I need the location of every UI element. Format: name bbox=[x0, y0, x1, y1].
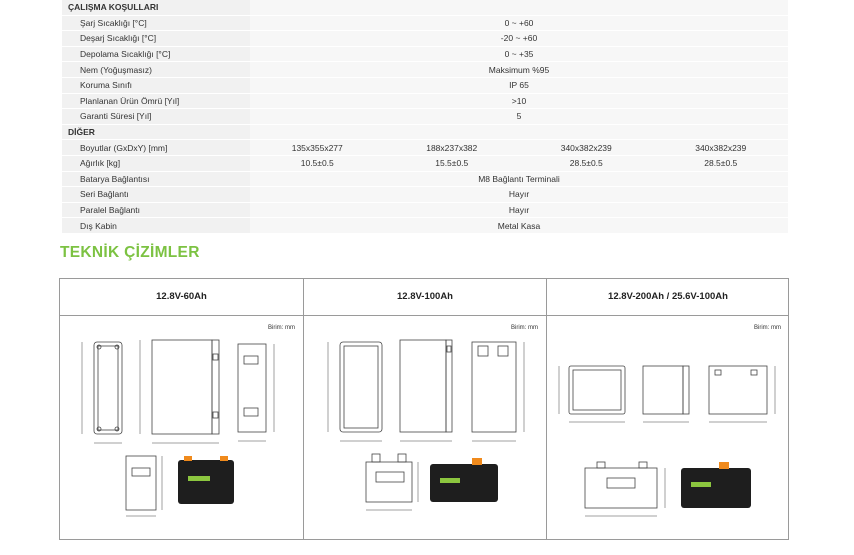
spec-value: Hayır bbox=[250, 186, 788, 203]
spec-label: Boyutlar (GxDxY) [mm] bbox=[62, 139, 250, 156]
spec-value: 10.5±0.5 bbox=[250, 155, 385, 172]
spec-label: Batarya Bağlantısı bbox=[62, 171, 250, 188]
spec-label: Şarj Sıcaklığı [°C] bbox=[62, 15, 250, 32]
spec-label: Dış Kabin bbox=[62, 217, 250, 234]
spec-label: Koruma Sınıfı bbox=[62, 77, 250, 94]
technical-drawing-60ah bbox=[81, 339, 275, 517]
spec-value: 340x382x239 bbox=[653, 139, 788, 156]
spec-value: 340x382x239 bbox=[519, 139, 654, 156]
spec-value: 28.5±0.5 bbox=[653, 155, 788, 172]
spec-value: -20 ~ +60 bbox=[250, 30, 788, 47]
panel-title: 12.8V-200Ah / 25.6V-100Ah bbox=[547, 279, 789, 316]
section-heading: DİĞER bbox=[62, 124, 250, 141]
spec-label: Planlanan Ürün Ömrü [Yıl] bbox=[62, 93, 250, 110]
spec-value: >10 bbox=[250, 93, 788, 110]
section-heading: ÇALIŞMA KOŞULLARI bbox=[62, 0, 250, 16]
spacer-cell bbox=[250, 0, 788, 16]
spec-label: Paralel Bağlantı bbox=[62, 202, 250, 219]
spec-value: 0 ~ +35 bbox=[250, 46, 788, 63]
panel-title: 12.8V-100Ah bbox=[304, 279, 546, 316]
spec-row: Planlanan Ürün Ömrü [Yıl]>10 bbox=[62, 93, 788, 110]
spec-row: Şarj Sıcaklığı [°C]0 ~ +60 bbox=[62, 15, 788, 32]
drawing-panel-200ah: 12.8V-200Ah / 25.6V-100Ah Birim: mm bbox=[546, 279, 789, 539]
spec-value: Hayır bbox=[250, 202, 788, 219]
spec-value: IP 65 bbox=[250, 77, 788, 94]
spec-value: 0 ~ +60 bbox=[250, 15, 788, 32]
drawing-panel-60ah: 12.8V-60Ah Birim: mm bbox=[60, 279, 303, 539]
spec-value: 5 bbox=[250, 108, 788, 125]
section-operating: ÇALIŞMA KOŞULLARI bbox=[62, 0, 788, 16]
spec-value: 15.5±0.5 bbox=[384, 155, 519, 172]
spec-value: 28.5±0.5 bbox=[519, 155, 654, 172]
technical-drawing-200ah bbox=[558, 365, 776, 517]
section-other: DİĞER bbox=[62, 124, 788, 141]
panel-title: 12.8V-60Ah bbox=[60, 279, 303, 316]
spec-value: 188x237x382 bbox=[384, 139, 519, 156]
spec-value: Metal Kasa bbox=[250, 217, 788, 234]
spec-row: Depolama Sıcaklığı [°C]0 ~ +35 bbox=[62, 46, 788, 63]
spec-label: Nem (Yoğuşmasız) bbox=[62, 61, 250, 78]
drawing-panel-100ah: 12.8V-100Ah Birim: mm bbox=[303, 279, 546, 539]
spec-label: Seri Bağlantı bbox=[62, 186, 250, 203]
spec-value: M8 Bağlantı Terminali bbox=[250, 171, 788, 188]
spec-value: 135x355x277 bbox=[250, 139, 385, 156]
technical-drawings-title: TEKNİK ÇİZİMLER bbox=[60, 244, 200, 261]
unit-label: Birim: mm bbox=[268, 325, 295, 331]
unit-label: Birim: mm bbox=[754, 325, 781, 331]
technical-drawing-100ah bbox=[327, 339, 525, 511]
spec-label: Deşarj Sıcaklığı [°C] bbox=[62, 30, 250, 47]
spec-row: Nem (Yoğuşmasız)Maksimum %95 bbox=[62, 61, 788, 78]
spacer-cell bbox=[250, 124, 788, 141]
spec-value: Maksimum %95 bbox=[250, 61, 788, 78]
spec-label: Garanti Süresi [Yıl] bbox=[62, 108, 250, 125]
unit-label: Birim: mm bbox=[511, 325, 538, 331]
spec-row: Garanti Süresi [Yıl]5 bbox=[62, 108, 788, 125]
spec-label: Ağırlık [kg] bbox=[62, 155, 250, 172]
spec-label: Depolama Sıcaklığı [°C] bbox=[62, 46, 250, 63]
drawings-box: 12.8V-60Ah Birim: mm bbox=[59, 278, 789, 540]
spec-row: Deşarj Sıcaklığı [°C]-20 ~ +60 bbox=[62, 30, 788, 47]
